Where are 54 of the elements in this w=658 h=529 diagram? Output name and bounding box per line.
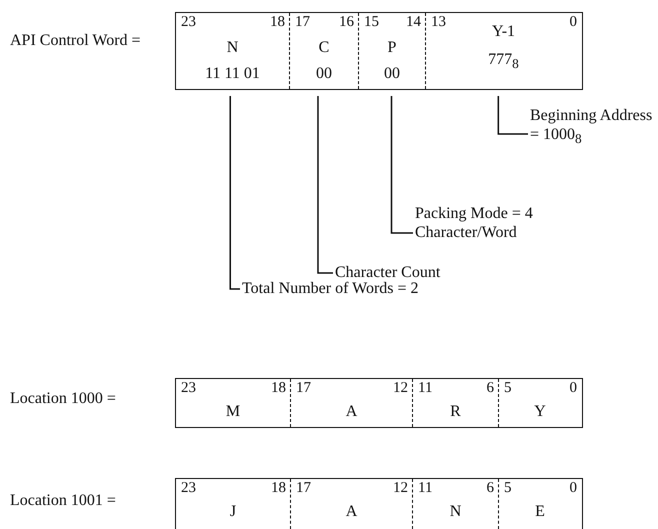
bit-number: 17	[296, 480, 311, 496]
field-name: A	[344, 503, 358, 521]
bit-number: 23	[181, 380, 196, 396]
field-name: C	[318, 39, 330, 57]
callout-text: Character Count	[335, 263, 440, 282]
field-name: Y-1	[490, 23, 516, 41]
bit-number: 13	[431, 14, 446, 30]
field-name: A	[344, 403, 358, 421]
bit-number: 5	[504, 480, 512, 496]
leader-line	[390, 96, 413, 234]
leader-line	[498, 96, 528, 135]
field-name: N	[226, 39, 240, 57]
register-box	[175, 378, 583, 428]
leader-line	[230, 96, 240, 290]
register-box	[175, 478, 583, 529]
bit-number: 18	[271, 380, 286, 396]
bit-number: 17	[296, 380, 311, 396]
bit-number: 18	[270, 14, 285, 30]
field-name: P	[386, 39, 398, 57]
callout-text: Total Number of Words = 2	[242, 279, 419, 298]
bit-number: 16	[339, 14, 354, 30]
bit-number: 23	[181, 480, 196, 496]
bit-number: 0	[570, 380, 577, 396]
field-value: 00	[315, 65, 333, 83]
bit-number: 6	[486, 380, 494, 396]
field-name: M	[224, 403, 242, 421]
bit-number: 12	[393, 480, 408, 496]
bit-number: 17	[295, 14, 310, 30]
bit-number: 0	[570, 480, 577, 496]
bit-number: 23	[181, 14, 196, 30]
bit-number: 14	[406, 14, 421, 30]
bit-number: 11	[418, 380, 432, 396]
bit-number: 18	[271, 480, 286, 496]
register-label: API Control Word =	[10, 31, 142, 51]
bit-number: 0	[570, 14, 577, 30]
register-label: Location 1000 =	[10, 389, 117, 409]
field-value: 00	[383, 65, 401, 83]
leader-line	[317, 96, 333, 274]
bit-number: 5	[504, 380, 512, 396]
register-box	[175, 12, 583, 90]
field-name: J	[228, 503, 238, 521]
field-name: E	[534, 503, 546, 521]
bit-number: 12	[393, 380, 408, 396]
bit-number: 15	[364, 14, 379, 30]
field-name: N	[448, 503, 462, 521]
callout-text: Beginning Address = 1000$_{8}$	[530, 106, 654, 148]
field-value: 777$_{8}$	[487, 51, 520, 74]
bit-number: 6	[486, 480, 494, 496]
field-value: 11 11 01	[204, 65, 261, 83]
register-label: Location 1001 =	[10, 491, 117, 511]
bit-number: 11	[418, 480, 432, 496]
callout-text: Packing Mode = 4 Character/Word	[415, 204, 534, 242]
field-name: R	[449, 403, 462, 421]
field-name: Y	[533, 403, 547, 421]
